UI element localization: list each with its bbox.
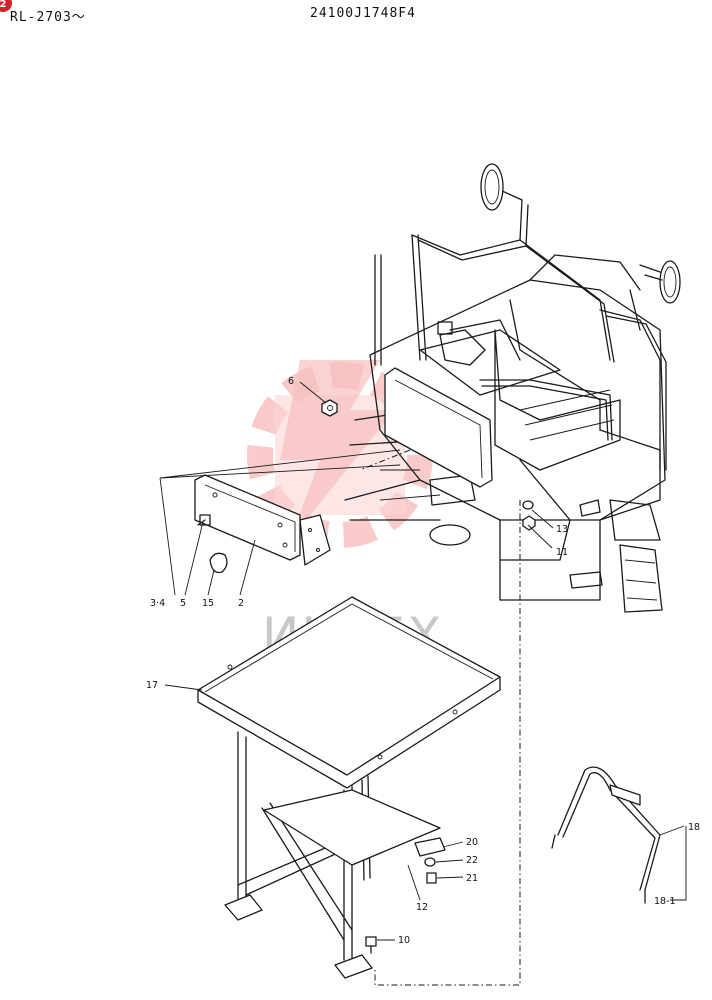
- mirror-left: [480, 163, 504, 211]
- seat-backrest: [384, 321, 493, 488]
- model-code: RL-2703〜: [10, 10, 86, 25]
- hand-rails: [374, 189, 667, 471]
- corner-badge: 2: [0, 0, 12, 12]
- callout-18: 18: [688, 822, 700, 833]
- drawing-number: 24100J1748F4: [310, 6, 416, 21]
- washer-part-13: [522, 500, 534, 510]
- callout-21: 21: [466, 873, 478, 884]
- callout-13: 13: [556, 524, 568, 535]
- callout-17: 17: [146, 680, 158, 691]
- nut-part-11: [522, 515, 536, 531]
- plate-part-20: [414, 837, 446, 857]
- seat-frame-assembly: [344, 254, 666, 613]
- callout-22: 22: [466, 855, 478, 866]
- callout-12: 12: [416, 902, 428, 913]
- callout-20: 20: [466, 837, 478, 848]
- grab-handle-part-18: [551, 766, 661, 904]
- callout-2: 2: [238, 598, 244, 609]
- bolt-part-21: [426, 872, 437, 884]
- seat-stand-part-17: [197, 596, 501, 979]
- callout-5: 5: [180, 598, 186, 609]
- callout-6: 6: [288, 376, 294, 387]
- bolt-part-5: [197, 514, 211, 526]
- bolt-part-10: [365, 936, 377, 954]
- leader-lines: [159, 381, 687, 941]
- bracket-part-2: [194, 474, 331, 566]
- callout-11: 11: [556, 547, 568, 558]
- clip-part-15: [209, 552, 228, 574]
- mirror-right: [639, 260, 681, 304]
- washer-part-22: [424, 857, 436, 867]
- callout-3-4: 3·4: [150, 598, 165, 609]
- callout-15: 15: [202, 598, 214, 609]
- callout-18-1: 18-1: [654, 896, 676, 907]
- nut-part-6: [321, 399, 338, 417]
- callout-10: 10: [398, 935, 410, 946]
